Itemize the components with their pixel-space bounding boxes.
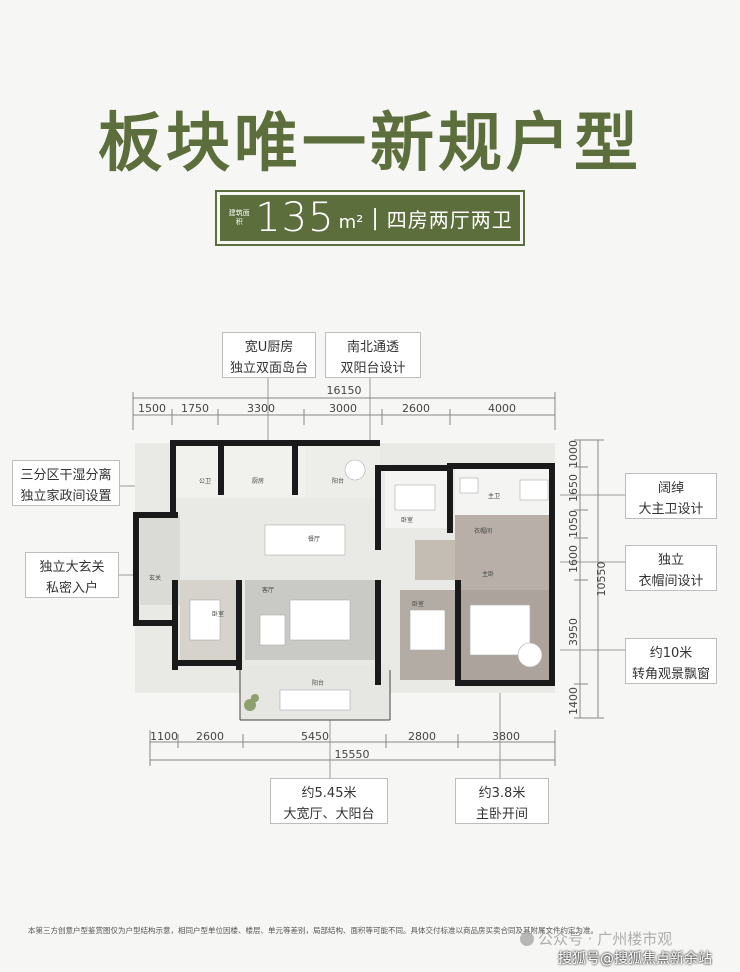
- watermark-top: 公众号 · 广州楼市观: [520, 928, 672, 949]
- dim-top-4: 3000: [329, 402, 357, 415]
- badge-separator: |: [371, 205, 379, 231]
- callout-master-bath: 阔绰 大主卫设计: [625, 473, 717, 519]
- dim-bottom-2: 2600: [196, 730, 224, 743]
- callout-kitchen-line1: 宽U厨房: [244, 340, 294, 355]
- dim-top-3: 3300: [247, 402, 275, 415]
- layout-type: 四房两厅两卫: [386, 207, 513, 232]
- callout-living-line2: 大宽厅、大阳台: [283, 807, 375, 822]
- callout-master-bath-line1: 阔绰: [657, 481, 684, 496]
- disclaimer: 本第三方创意户型鉴赏图仅为户型结构示意，相同户型单位因楼、楼层、单元等差别，局部…: [28, 926, 598, 935]
- room-master-bath: 主卫: [488, 492, 500, 500]
- dim-right-1: 1000: [567, 440, 580, 468]
- callout-living-line1: 约5.45米: [301, 786, 357, 801]
- area-unit: m²: [338, 211, 364, 233]
- dim-top-6: 4000: [488, 402, 516, 415]
- room-living: 客厅: [262, 586, 274, 594]
- callout-kitchen: 宽U厨房 独立双面岛台: [222, 332, 316, 378]
- room-cloak: 衣帽间: [474, 527, 492, 535]
- callout-entrance-line1: 独立大玄关: [39, 560, 105, 575]
- callout-master-bed-line2: 主卧开间: [475, 807, 528, 822]
- callout-window-line1: 约10米: [649, 646, 693, 661]
- dim-bottom-5: 3800: [492, 730, 520, 743]
- callout-balcony-line1: 南北通透: [346, 340, 399, 355]
- dim-top-5: 2600: [402, 402, 430, 415]
- dim-top-total: 16150: [327, 384, 362, 397]
- callout-balcony-line2: 双阳台设计: [340, 361, 406, 376]
- dim-bottom-1: 1100: [150, 730, 178, 743]
- callout-dry-wet: 三分区干湿分离 独立家政间设置: [12, 460, 120, 506]
- callout-window: 约10米 转角观景飘窗: [625, 638, 717, 684]
- room-entry: 玄关: [149, 574, 161, 582]
- room-bed-sw: 卧室: [212, 610, 224, 618]
- room-dining: 餐厅: [308, 535, 320, 543]
- dim-bottom-4: 2800: [408, 730, 436, 743]
- dim-bottom-total: 15550: [335, 748, 370, 761]
- callout-cloakroom-line1: 独立: [657, 553, 684, 568]
- watermark-bottom: 搜狐号@搜狐焦点新余站: [558, 951, 712, 967]
- watermark-top-text: 公众号 · 广州楼市观: [538, 930, 673, 948]
- dim-top-2: 1750: [181, 402, 209, 415]
- wechat-icon: [520, 932, 534, 946]
- page-title: 板块唯一新规户型: [98, 107, 642, 181]
- callout-dry-wet-line1: 三分区干湿分离: [20, 468, 112, 483]
- callout-master-bath-line2: 大主卫设计: [638, 502, 704, 517]
- room-bath-public: 公卫: [199, 478, 211, 485]
- callout-window-line2: 转角观景飘窗: [632, 667, 711, 682]
- dim-right-5: 3950: [567, 618, 580, 646]
- callout-dry-wet-line2: 独立家政间设置: [20, 489, 112, 504]
- callout-balcony: 南北通透 双阳台设计: [325, 332, 421, 378]
- room-bed-mid: 卧室: [412, 600, 424, 608]
- dim-right-6: 1400: [567, 687, 580, 715]
- callout-master-bed: 约3.8米 主卧开间: [455, 778, 549, 824]
- callout-kitchen-line2: 独立双面岛台: [229, 361, 308, 376]
- room-balcony-south: 阳台: [312, 679, 324, 687]
- area-badge: 建筑面积 135 m² | 四房两厅两卫: [215, 190, 525, 246]
- callout-living: 约5.45米 大宽厅、大阳台: [270, 778, 388, 824]
- dim-right-4: 1600: [567, 545, 580, 573]
- area-label: 建筑面积: [228, 209, 250, 226]
- dim-right-2: 1650: [567, 474, 580, 502]
- dim-right-total: 10550: [595, 562, 608, 597]
- callout-master-bed-line1: 约3.8米: [478, 786, 526, 801]
- callout-cloakroom: 独立 衣帽间设计: [625, 545, 717, 591]
- callout-entrance-line2: 私密入户: [45, 581, 98, 596]
- room-master: 主卧: [482, 570, 494, 578]
- callout-entrance: 独立大玄关 私密入户: [25, 552, 119, 598]
- room-balcony-north: 阳台: [332, 477, 344, 485]
- callout-cloakroom-line2: 衣帽间设计: [638, 574, 704, 589]
- area-value: 135: [255, 195, 335, 241]
- room-bed-north: 卧室: [401, 516, 413, 524]
- dim-bottom-3: 5450: [301, 730, 329, 743]
- dim-top-1: 1500: [138, 402, 166, 415]
- room-kitchen: 厨房: [252, 477, 264, 485]
- dim-right-3: 1050: [567, 510, 580, 538]
